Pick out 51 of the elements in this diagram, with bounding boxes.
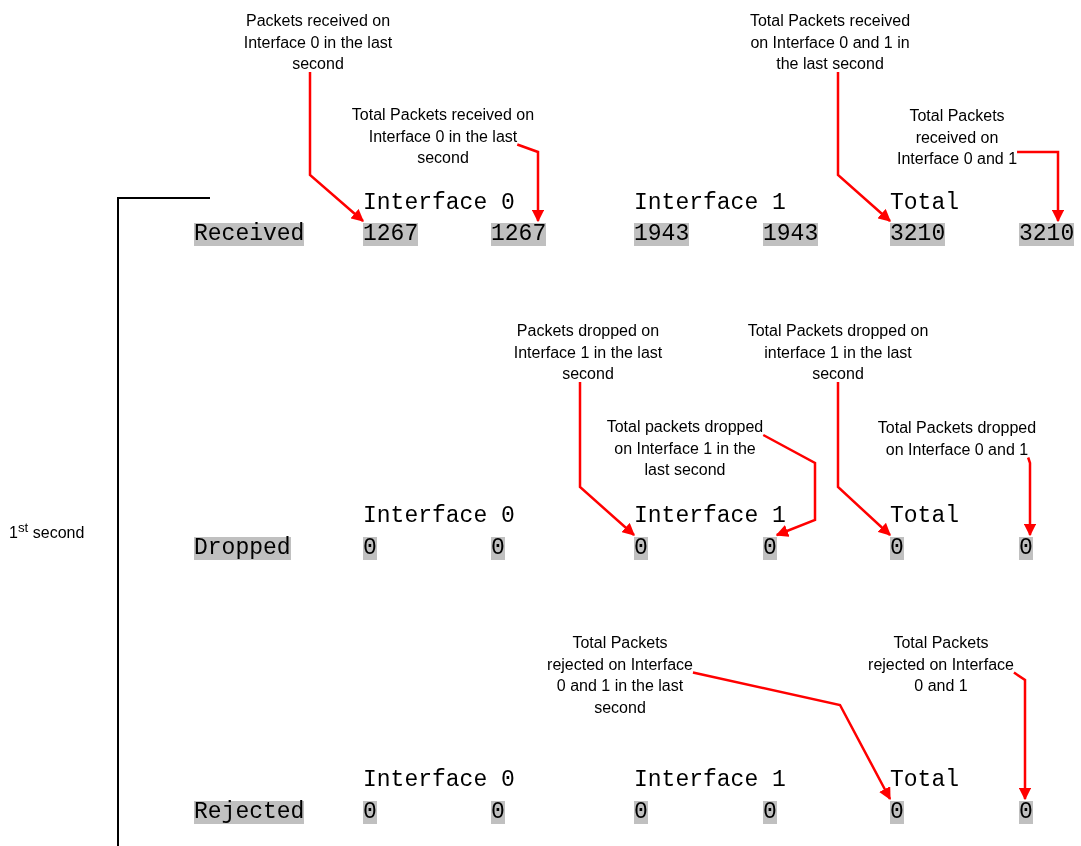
callout-text: Total Packets rejected on Interface 0 and 1	[866, 632, 1016, 697]
value-cell: 1943	[634, 223, 690, 246]
callout-text: Total Packets dropped on interface 1 in the last second	[745, 320, 931, 385]
callout-text: Packets dropped on Interface 1 in the last second	[500, 320, 676, 385]
column-header: Interface 0	[363, 505, 515, 528]
value-cell: 1267	[363, 223, 419, 246]
column-header: Interface 0	[363, 192, 515, 215]
value-cell: 0	[763, 801, 777, 824]
time-label: 1$^{st}$ second	[9, 520, 85, 543]
column-header: Total	[890, 192, 959, 215]
value-cell: 1267	[491, 223, 547, 246]
leader-arrow	[762, 433, 817, 537]
row-header: Received	[194, 223, 305, 246]
column-header: Interface 1	[634, 192, 786, 215]
row-header: Rejected	[194, 801, 305, 824]
value-cell: 0	[634, 537, 648, 560]
value-cell: 0	[363, 537, 377, 560]
value-cell: 3210	[890, 223, 946, 246]
value-cell: 0	[890, 537, 904, 560]
leader-arrow	[516, 143, 545, 223]
value-cell: 0	[363, 801, 377, 824]
value-cell: 0	[1019, 801, 1033, 824]
leader-arrow	[1013, 671, 1032, 801]
callout-text: Total Packets rejected on Interface 0 and 1 in the last second	[545, 632, 695, 718]
value-cell: 0	[890, 801, 904, 824]
leader-arrow	[578, 382, 635, 536]
leader-arrow	[308, 72, 364, 222]
value-cell: 3210	[1019, 223, 1075, 246]
value-cell: 0	[634, 801, 648, 824]
callout-text: Total Packets received on Interface 0 and 1 in the last second	[740, 10, 920, 75]
leader-arrow	[1023, 457, 1037, 537]
column-header: Interface 1	[634, 505, 786, 528]
leader-arrow	[1017, 150, 1065, 223]
value-cell: 1943	[763, 223, 819, 246]
callout-text: Packets received on Interface 0 in the last second	[228, 10, 408, 75]
leader-arrow	[836, 72, 891, 222]
leader-arrow	[836, 382, 891, 536]
row-header: Dropped	[194, 537, 291, 560]
value-cell: 0	[491, 537, 505, 560]
value-cell: 0	[1019, 537, 1033, 560]
callout-text: Total packets dropped on Interface 1 in the last second	[600, 416, 770, 481]
column-header: Interface 1	[634, 769, 786, 792]
column-header: Total	[890, 769, 959, 792]
callout-text: Total Packets dropped on Interface 0 and 1	[872, 417, 1042, 460]
value-cell: 0	[763, 537, 777, 560]
column-header: Interface 0	[363, 769, 515, 792]
callout-text: Total Packets received on Interface 0 in the last second	[343, 104, 543, 169]
column-header: Total	[890, 505, 959, 528]
value-cell: 0	[491, 801, 505, 824]
leader-arrow	[692, 671, 892, 801]
callout-text: Total Packets received on Interface 0 and 1	[887, 105, 1027, 170]
